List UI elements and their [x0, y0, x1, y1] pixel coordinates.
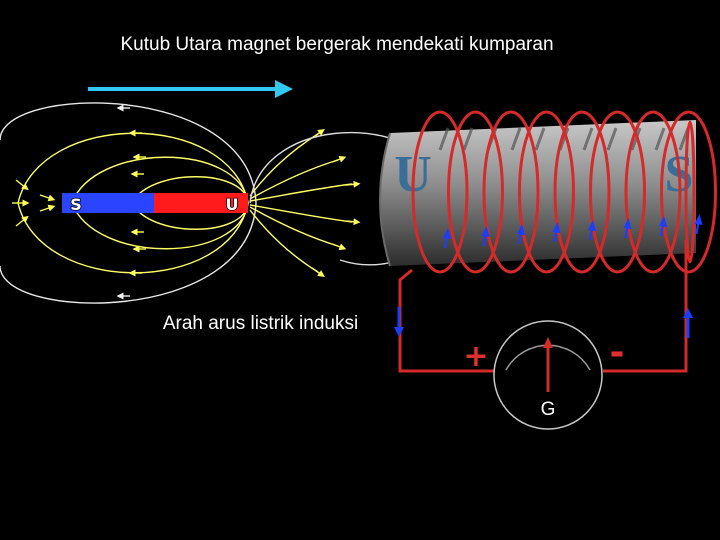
core-stripe	[606, 127, 618, 151]
core-stripe	[510, 127, 522, 151]
induced-current-caption: Arah arus listrik induksi	[162, 313, 359, 334]
core-stripe	[582, 127, 594, 151]
coil-current-arrows	[443, 214, 703, 249]
up-arrow-icon	[694, 214, 703, 235]
coil-end-turn	[684, 120, 696, 264]
needle-arrow-icon	[543, 337, 553, 392]
galvanometer	[493, 320, 603, 430]
up-arrow-icon	[517, 224, 525, 245]
coil-turn	[589, 110, 646, 274]
slide-title: Kutub Utara magnet bergerak mendekati ku…	[120, 34, 554, 55]
up-arrow-icon	[623, 218, 632, 239]
core-stripe	[654, 127, 666, 151]
core-stripe	[462, 127, 474, 151]
coil-turn	[660, 110, 717, 274]
core-stripe	[438, 127, 450, 151]
coil-turn	[553, 110, 611, 274]
up-arrow-icon	[552, 222, 561, 243]
up-arrow-icon	[394, 307, 404, 337]
up-arrow-icon	[443, 228, 451, 249]
coil-turn	[482, 110, 540, 274]
coil-turn	[624, 110, 682, 274]
up-arrow-icon	[683, 308, 693, 338]
up-arrow-icon	[588, 220, 596, 241]
coil-turn	[447, 110, 504, 274]
magnet-north-half	[154, 193, 248, 213]
plus-terminal-sign: +	[463, 339, 488, 374]
core-stripe	[558, 127, 570, 151]
coil-turn	[518, 110, 575, 274]
up-arrow-icon	[481, 226, 490, 247]
magnet-north-label: U	[226, 195, 239, 214]
core-stripe	[534, 127, 546, 151]
galvanometer-label: G	[541, 399, 556, 420]
bar-magnet: S U	[62, 193, 248, 215]
magnet-south-half	[62, 193, 154, 213]
magnet-south-label: S	[70, 195, 82, 214]
motion-arrow-icon	[88, 80, 293, 98]
core-stripe	[630, 127, 642, 151]
coil-turn	[411, 110, 469, 274]
minus-terminal-sign: -	[610, 332, 625, 373]
up-arrow-icon	[659, 216, 667, 237]
coil-windings	[411, 110, 717, 274]
